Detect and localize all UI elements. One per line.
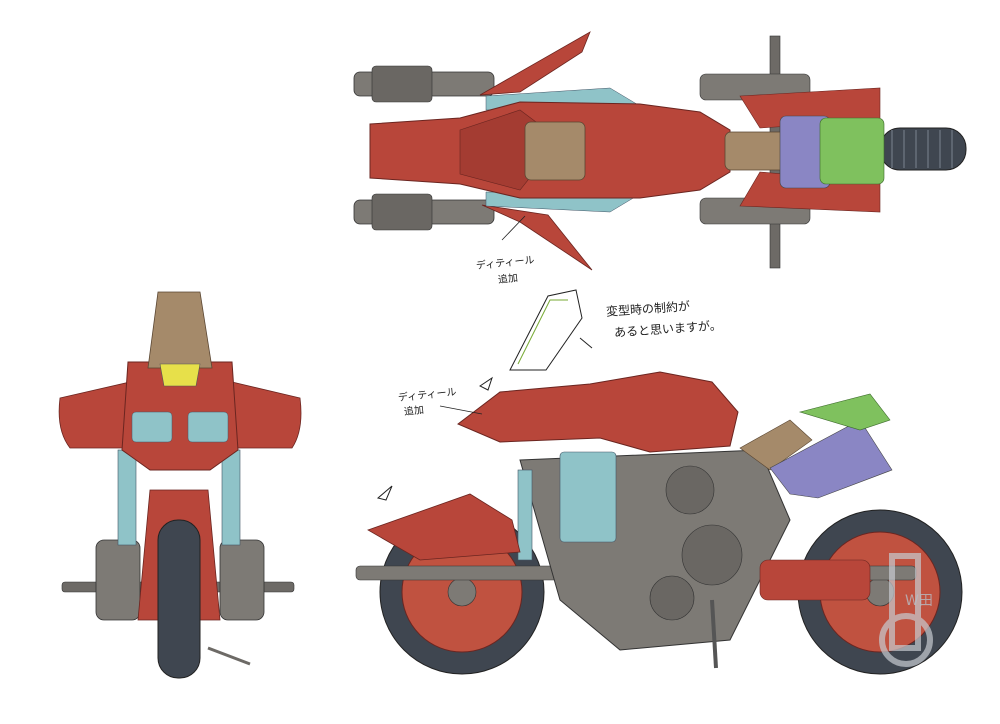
side-view [355,289,963,675]
side-seat-rear [739,419,813,471]
side-main-body [457,371,739,453]
side-sketched-seat [509,289,583,371]
front-seat [147,291,213,369]
side-purple-tail [769,419,893,499]
top-wing-lower [481,204,593,271]
watermark-logo [879,553,933,667]
side-front-fender [367,493,521,561]
front-chest [121,361,239,471]
top-green-tail [819,117,885,185]
detail-note-top-line2: 追加 [497,272,519,287]
top-view [353,31,967,271]
top-seat-front [524,121,586,181]
detail-note-side-line2: 追加 [403,404,425,419]
front-view [58,291,302,679]
watermark-text: W田 [905,593,933,609]
side-green-tail [798,393,891,431]
front-visor [159,363,201,387]
front-tire [157,519,201,679]
top-wing-upper [479,31,591,96]
